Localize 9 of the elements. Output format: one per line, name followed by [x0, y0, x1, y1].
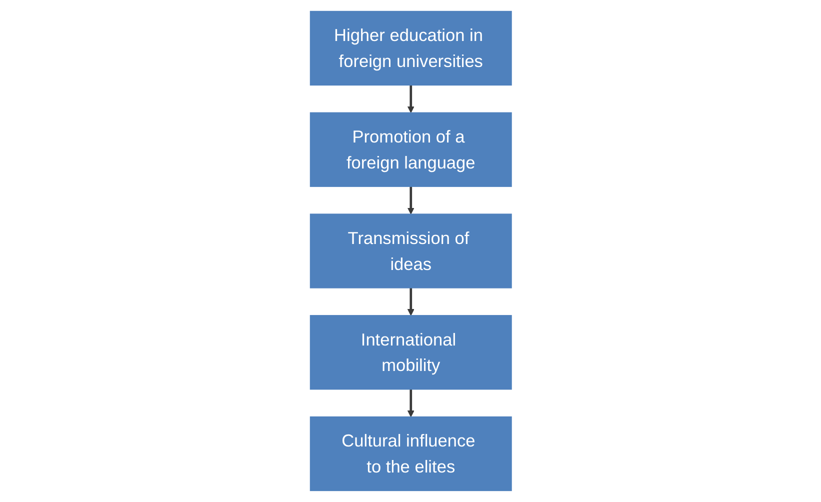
node-box: Higher education in foreign universities	[310, 10, 512, 86]
arrow	[407, 186, 414, 214]
node-box: Transmission of ideas	[310, 214, 512, 288]
arrow	[407, 85, 414, 113]
node-box: Promotion of a foreign language	[310, 112, 512, 187]
node-box: International mobility	[310, 315, 512, 390]
node-box: Cultural influence to the elites	[310, 416, 512, 492]
arrow	[407, 389, 414, 418]
arrow	[407, 288, 414, 316]
